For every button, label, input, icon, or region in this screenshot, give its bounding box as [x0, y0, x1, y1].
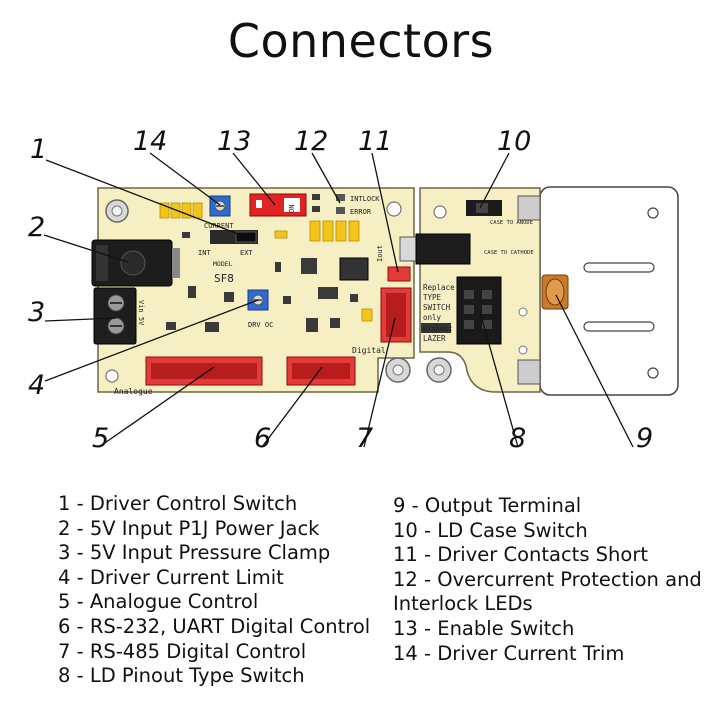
callout-number: 9: [636, 423, 653, 454]
enable-switch: [249, 193, 307, 217]
legend-item: 4 - Driver Current Limit: [58, 565, 284, 589]
replace-note: Replace TYPE SWITCH only without LAZER: [421, 283, 455, 343]
legend-item: 7 - RS-485 Digital Control: [58, 639, 307, 663]
replace-note-line: SWITCH: [423, 303, 451, 312]
legend-left: 1 - Driver Control Switch 2 - 5V Input P…: [58, 492, 370, 689]
label-case-to-anode: CASE TO ANODE: [490, 220, 533, 226]
callout-number: 2: [28, 212, 45, 243]
legend-item: 3 - 5V Input Pressure Clamp: [58, 541, 331, 565]
driver-control-switch: [210, 230, 258, 244]
side-connectors: [517, 195, 541, 385]
label-intlock: INTLOCK: [350, 195, 380, 203]
legend-item: 5 - Analogue Control: [58, 590, 259, 614]
label-iout: Iout: [376, 245, 384, 262]
label-error: ERROR: [350, 208, 372, 216]
label-on: ON: [288, 205, 296, 213]
legend-right: 9 - Output Terminal 10 - LD Case Switch …: [393, 494, 702, 666]
output-relay: [399, 233, 471, 265]
legend-item: 1 - Driver Control Switch: [58, 492, 298, 515]
legend-item: 9 - Output Terminal: [393, 494, 582, 517]
ic-components: [166, 194, 369, 332]
legend-item: 11 - Driver Contacts Short: [393, 543, 649, 567]
legend-item: 6 - RS-232, UART Digital Control: [58, 614, 371, 638]
replace-note-line: only: [423, 313, 442, 322]
legend-item: 2 - 5V Input P1J Power Jack: [58, 516, 320, 540]
legend-item: Interlock LEDs: [393, 592, 533, 616]
page-title: Connectors: [227, 14, 495, 68]
callout-number: 10: [497, 126, 531, 157]
callout-number: 14: [133, 126, 167, 157]
callout-number: 13: [217, 126, 251, 157]
analogue-connector: [145, 356, 263, 386]
callout-number: 8: [509, 423, 526, 454]
ld-case-switch: [466, 200, 502, 216]
pressure-clamp: [93, 287, 137, 345]
protection-leds: [336, 194, 345, 214]
legend-item: 14 - Driver Current Trim: [393, 641, 625, 665]
callout-number: 6: [254, 423, 271, 454]
legend-item: 10 - LD Case Switch: [393, 518, 588, 542]
replace-note-line: LAZER: [423, 334, 446, 343]
legend-item: 12 - Overcurrent Protection and: [393, 567, 702, 591]
rs485-connector: [380, 287, 412, 343]
legend-item: 8 - LD Pinout Type Switch: [58, 664, 305, 688]
callout-number: 4: [28, 370, 45, 401]
leader-lines: [43, 152, 634, 448]
label-case-to-cathode: CASE TO CATHODE: [484, 250, 534, 256]
label-ext: EXT: [240, 249, 253, 257]
ld-pinout-switch: [456, 276, 502, 345]
output-terminal: [541, 274, 569, 310]
power-jack: [91, 239, 180, 287]
output-bracket: [539, 186, 679, 396]
label-drv-oc: DRV OC: [248, 321, 273, 329]
label-analogue: Analogue: [114, 387, 153, 396]
label-digital: Digital: [352, 346, 386, 355]
callout-number: 1: [30, 134, 47, 165]
callout-number: 5: [92, 423, 109, 454]
legend-item: 13 - Enable Switch: [393, 616, 575, 640]
replace-note-line: TYPE: [423, 293, 442, 302]
label-vin: Vin 5V: [137, 300, 145, 326]
callout-number: 3: [28, 297, 45, 328]
label-sf8: SF8: [214, 272, 234, 285]
replace-note-line: without: [423, 325, 453, 333]
replace-note-line: Replace: [423, 283, 455, 292]
label-current: CURRENT: [204, 222, 234, 230]
driver-contacts-short: [387, 266, 411, 282]
digital-connector: [286, 356, 356, 386]
callout-number: 12: [294, 126, 328, 157]
callout-number: 7: [356, 423, 373, 454]
label-int: INT: [198, 249, 211, 257]
label-model: MODEL: [213, 260, 233, 268]
callout-number: 11: [358, 126, 392, 157]
